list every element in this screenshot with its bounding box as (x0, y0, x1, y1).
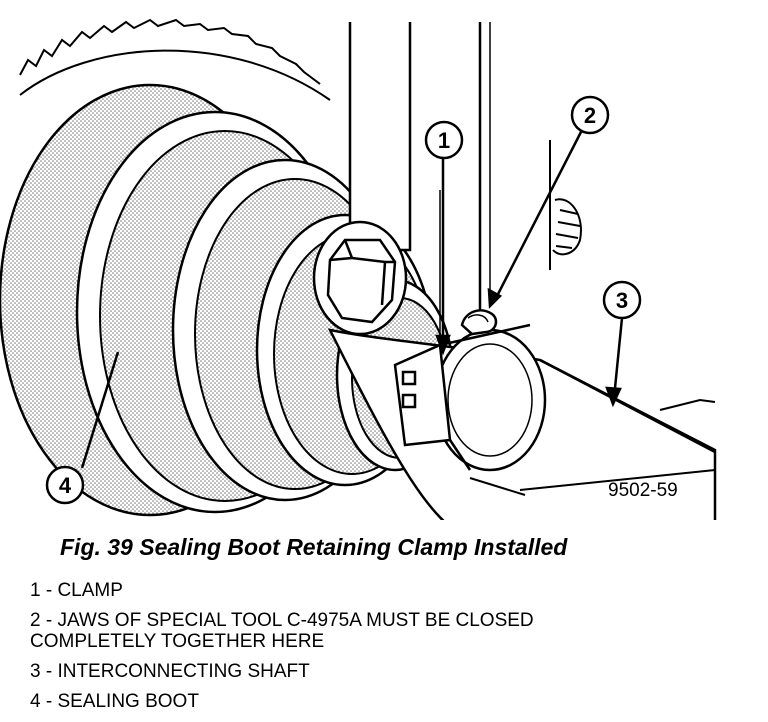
figure-id-label: 9502-59 (608, 480, 678, 501)
hex-nut (312, 220, 408, 336)
callout-3: 3 (602, 280, 642, 320)
figure-caption: Fig. 39 Sealing Boot Retaining Clamp Ins… (60, 534, 568, 560)
legend-item-shaft: 3 - INTERCONNECTING SHAFT (30, 661, 310, 682)
leader-lines (80, 129, 624, 469)
legend-list: 1 - CLAMP 2 - JAWS OF SPECIAL TOOL C-497… (30, 580, 534, 721)
legend-item-clamp: 1 - CLAMP (30, 580, 123, 601)
legend-item-sealing-boot: 4 - SEALING BOOT (30, 691, 199, 712)
clamp (393, 309, 547, 472)
callout-1: 1 (424, 120, 464, 160)
gear-teeth (19, 18, 331, 101)
callout-4: 4 (45, 465, 85, 505)
svg-text:3: 3 (616, 288, 628, 313)
svg-text:1: 1 (438, 128, 450, 153)
svg-text:4: 4 (59, 473, 72, 498)
background-bolt (549, 140, 582, 270)
svg-text:2: 2 (584, 103, 596, 128)
legend-item-tool-jaws: 2 - JAWS OF SPECIAL TOOL C-4975A MUST BE… (30, 610, 534, 652)
callout-2: 2 (570, 95, 610, 135)
technical-illustration: 1 2 3 4 9502-59 (0, 18, 717, 520)
